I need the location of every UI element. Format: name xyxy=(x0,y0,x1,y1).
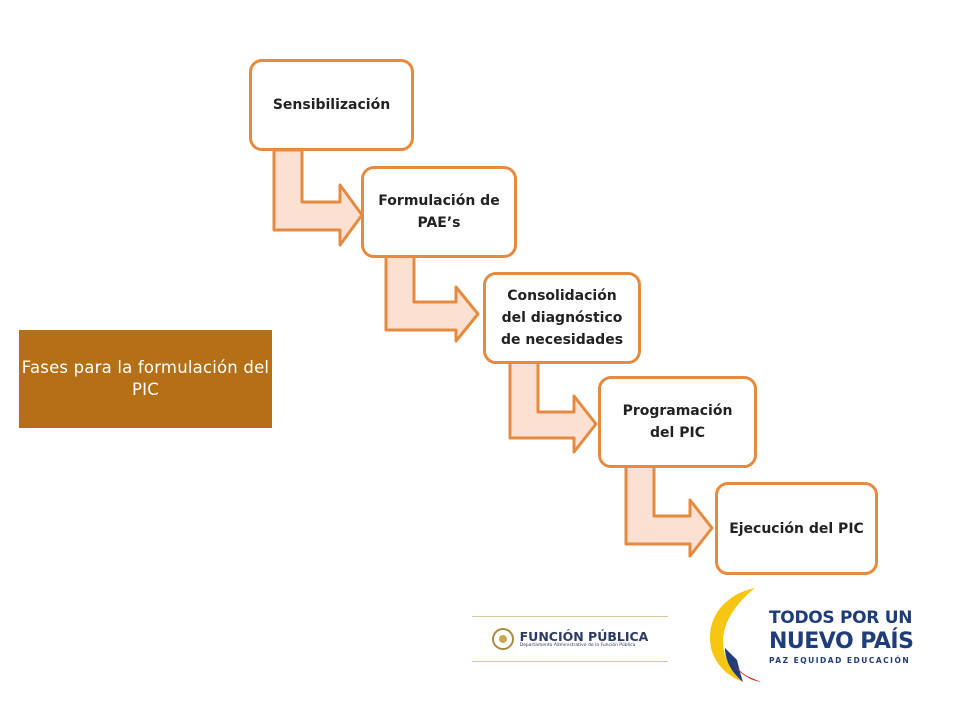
step-consolidacion-diagnostico: Consolidación del diagnóstico de necesid… xyxy=(483,272,641,364)
arrow-3-icon xyxy=(508,360,598,454)
arrow-4-icon xyxy=(624,464,714,558)
step-label: Consolidación del diagnóstico de necesid… xyxy=(500,288,624,348)
step-label: Sensibilización xyxy=(272,97,391,113)
flag-swoosh-icon xyxy=(709,588,761,682)
diagram-title: Fases para la formulación del PIC xyxy=(19,330,272,428)
arrow-1-icon xyxy=(272,148,364,247)
step-programacion-pic: Programación del PIC xyxy=(598,376,757,468)
coat-of-arms-icon xyxy=(491,628,514,650)
step-sensibilizacion: Sensibilización xyxy=(249,59,414,151)
arrow-2-icon xyxy=(384,254,480,343)
diagram-title-text: Fases para la formulación del PIC xyxy=(21,358,270,399)
nuevo-pais-line2: NUEVO PAÍS xyxy=(769,629,914,654)
step-label: Ejecución del PIC xyxy=(729,520,864,537)
nuevo-pais-logo: TODOS POR UN NUEVO PAÍS PAZ EQUIDAD EDUC… xyxy=(703,586,925,686)
funcion-publica-logo: FUNCIÓN PÚBLICA Departamento Administrat… xyxy=(472,616,668,662)
nuevo-pais-line1: TODOS POR UN xyxy=(769,608,913,628)
step-label: Programación del PIC xyxy=(622,403,733,441)
step-formulacion-paes: Formulación de PAE’s xyxy=(361,166,517,258)
step-ejecucion-pic: Ejecución del PIC xyxy=(715,482,878,575)
funcion-publica-subtitle: Departamento Administrativo de la Funció… xyxy=(519,642,636,648)
funcion-publica-name: FUNCIÓN PÚBLICA xyxy=(519,628,649,644)
nuevo-pais-line3: PAZ EQUIDAD EDUCACIÓN xyxy=(769,656,911,665)
step-label: Formulación de PAE’s xyxy=(378,193,500,231)
